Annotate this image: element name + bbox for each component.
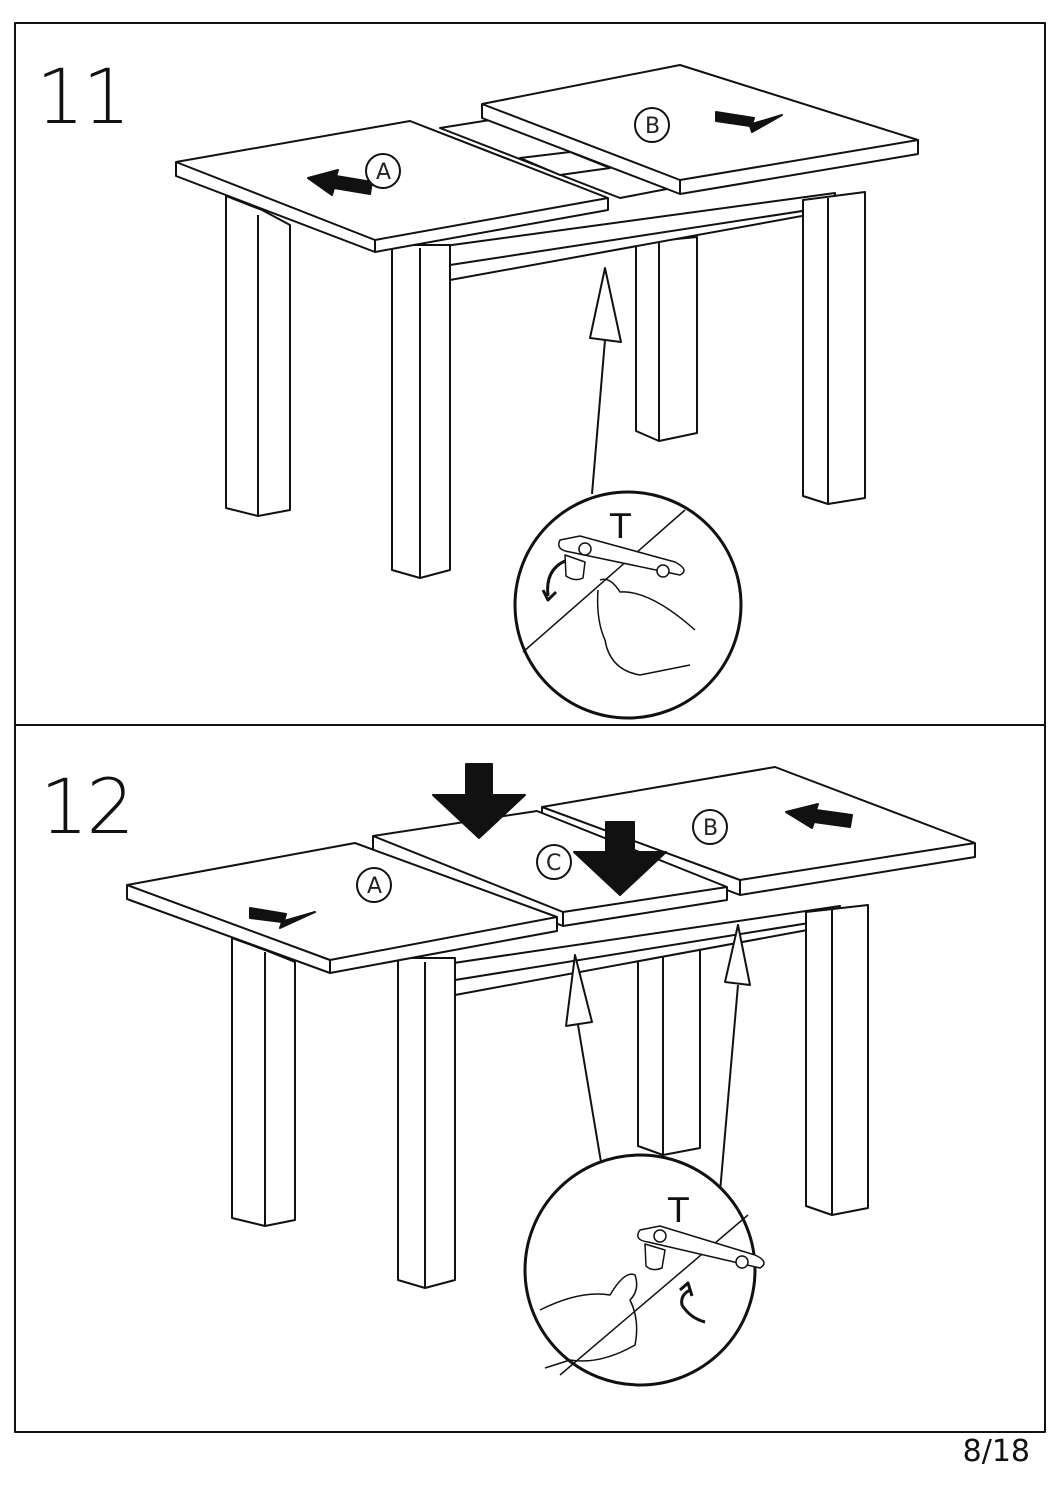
- part-label-a: A: [367, 874, 382, 899]
- arrow-right-icon: [249, 907, 316, 929]
- arrow-up-icon: [589, 267, 622, 343]
- detail-circle-11: [513, 490, 743, 720]
- front-left-leg: [397, 957, 456, 1289]
- arrow-up-icon: [565, 954, 593, 1027]
- part-b-marker: [634, 107, 670, 143]
- back-left-leg: [231, 937, 296, 1227]
- tabletop-b: [481, 64, 919, 195]
- part-label-a: A: [376, 160, 391, 185]
- part-label-b: B: [645, 114, 660, 139]
- part-a-marker: [356, 867, 392, 903]
- part-label-c: C: [546, 851, 561, 876]
- arrow-down-icon: [573, 821, 667, 896]
- part-b-marker: [692, 809, 728, 845]
- arrow-right-icon: [715, 111, 783, 133]
- right-front-leg: [802, 191, 866, 505]
- tabletop-a: [126, 842, 558, 974]
- step-12-table: [126, 763, 976, 1387]
- step-number-11: 11: [36, 52, 131, 141]
- right-front-leg: [805, 904, 869, 1216]
- page-number: 8/18: [962, 1434, 1030, 1469]
- part-c-marker: [536, 844, 572, 880]
- arrow-left-icon: [307, 169, 373, 196]
- arrow-up-icon: [724, 924, 751, 986]
- detail-label-t: T: [609, 507, 631, 547]
- arrow-down-icon: [432, 763, 526, 839]
- back-right-leg: [637, 947, 701, 1156]
- step-11-table: [175, 64, 919, 720]
- detail-circle-12: [523, 1153, 765, 1387]
- detail-label-t: T: [667, 1191, 689, 1231]
- part-label-b: B: [703, 816, 718, 841]
- part-a-marker: [365, 153, 401, 189]
- back-right-leg: [635, 236, 698, 442]
- step-number-12: 12: [40, 762, 135, 851]
- step-12-panel: [14, 724, 1046, 1433]
- arrow-left-icon: [785, 803, 853, 829]
